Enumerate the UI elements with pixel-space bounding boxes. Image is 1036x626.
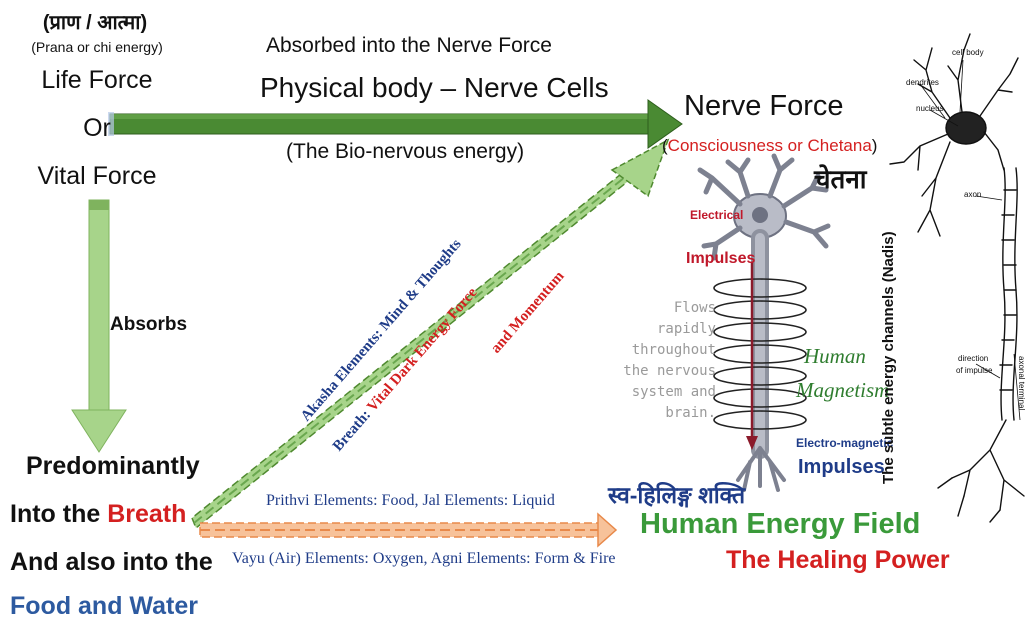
flows-line: Flows xyxy=(606,298,716,319)
consciousness-label: Consciousness or Chetana xyxy=(668,136,872,155)
impulses-blue-label: Impulses xyxy=(798,456,885,479)
electrical-label: Electrical xyxy=(690,208,743,222)
horizontal-arrow xyxy=(200,514,616,546)
into-the-label: Into the xyxy=(10,500,100,528)
right-neuron-drawing xyxy=(890,34,1024,522)
cell-body-label: cell body xyxy=(952,48,984,57)
nucleus-label: nucleus xyxy=(916,104,944,113)
food-water-label: Food and Water xyxy=(10,592,198,621)
and-also-label: And also into the xyxy=(10,548,213,577)
into-the-breath: Into the Breath xyxy=(10,500,186,529)
hef-label: Human Energy Field xyxy=(640,508,920,541)
electro-magnetic-label: Electro-magnetic xyxy=(796,436,893,450)
dendrites-label: dendrites xyxy=(906,78,939,87)
nerve-force-label: Nerve Force xyxy=(684,90,844,123)
flows-block: Flows rapidly throughout the nervous sys… xyxy=(606,298,716,424)
physical-label: Physical body – Nerve Cells xyxy=(260,72,609,104)
healing-label: The Healing Power xyxy=(726,546,950,575)
impulses-red-label: Impulses xyxy=(686,250,755,268)
breath-label: Breath xyxy=(107,500,186,528)
magnetism-label: Magnetism xyxy=(796,378,889,403)
paren-close: ) xyxy=(872,136,878,155)
consciousness-line: (Consciousness or Chetana) xyxy=(662,136,877,156)
direction-label: direction xyxy=(958,354,988,363)
prana-label: (Prana or chi energy) xyxy=(8,39,186,55)
flows-line: brain. xyxy=(606,403,716,424)
vayu-label: Vayu (Air) Elements: Oxygen, Agni Elemen… xyxy=(232,550,616,568)
absorbed-label: Absorbed into the Nerve Force xyxy=(266,34,552,58)
nadis-label: The subtle energy channels (Nadis) xyxy=(880,231,897,484)
flows-line: system and xyxy=(606,382,716,403)
axon-label: axon xyxy=(964,190,981,199)
sva-label: स्व-हिलिङ्ग शक्ति xyxy=(608,478,745,510)
prithvi-label: Prithvi Elements: Food, Jal Elements: Li… xyxy=(266,492,555,510)
vital-force-label: Vital Force xyxy=(22,162,172,191)
or-label: Or xyxy=(22,114,172,143)
devanagari-heading: (प्राण / आत्मा) xyxy=(32,8,158,35)
of-impulse-label: of impulse xyxy=(956,366,992,375)
absorbs-label: Absorbs xyxy=(110,314,187,336)
predominantly-label: Predominantly xyxy=(26,452,200,481)
bio-label: (The Bio-nervous energy) xyxy=(286,140,524,164)
human-label: Human xyxy=(804,344,866,369)
flows-line: the nervous xyxy=(606,361,716,382)
axonal-terminal-label: axonal terminal xyxy=(1017,356,1026,410)
flows-line: throughout xyxy=(606,340,716,361)
flows-line: rapidly xyxy=(606,319,716,340)
chetana-label: चेतना xyxy=(814,160,867,196)
life-force-label: Life Force xyxy=(22,66,172,95)
